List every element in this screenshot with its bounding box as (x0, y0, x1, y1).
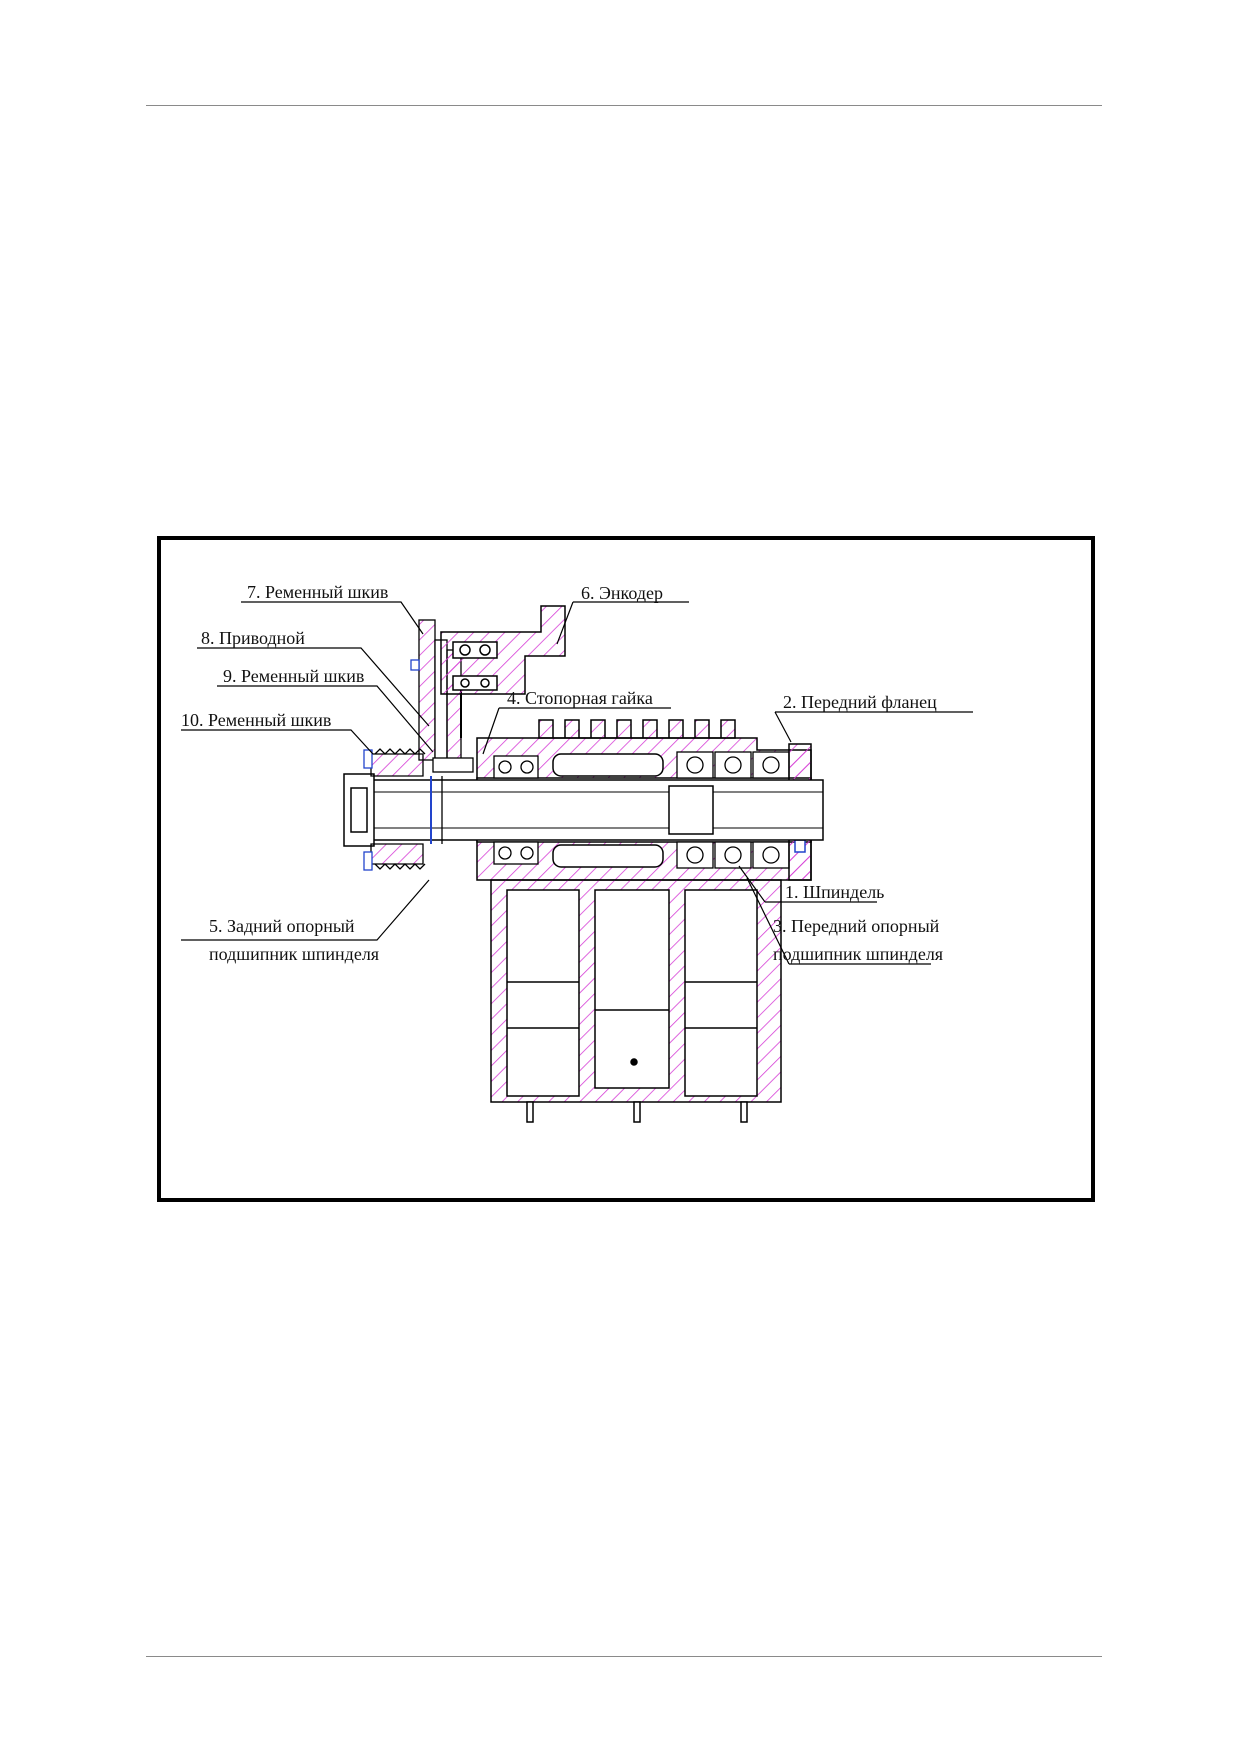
spindle-shaft (343, 773, 824, 847)
spindle-assembly-drawing: 7. Ременный шкив 6. Энкодер 8. Приводной… (181, 582, 973, 1123)
label-encoder-6: 6. Энкодер (581, 583, 663, 603)
label-belt-pulley-10: 10. Ременный шкив (181, 710, 331, 730)
label-belt-pulley-9: 9. Ременный шкив (223, 666, 364, 686)
drive-pulley (410, 619, 474, 773)
encoder (440, 605, 566, 695)
label-spindle-1: 1. Шпиндель (785, 882, 884, 902)
label-front-bearing-3-line2: подшипник шпинделя (773, 944, 943, 964)
front-bearing (676, 751, 790, 869)
label-front-flange-2: 2. Передний фланец (783, 692, 937, 712)
rear-pulley (363, 748, 426, 871)
leader-lines (181, 601, 973, 965)
label-belt-pulley-7: 7. Ременный шкив (247, 582, 388, 602)
label-rear-bearing-5-line1: 5. Задний опорный (209, 916, 355, 936)
base-block (490, 879, 782, 1123)
label-drive-8: 8. Приводной (201, 628, 305, 648)
label-lock-nut-4: 4. Стопорная гайка (507, 688, 653, 708)
label-rear-bearing-5-line2: подшипник шпинделя (209, 944, 379, 964)
rear-bearing (493, 755, 539, 865)
label-front-bearing-3-line1: 3. Передний опорный (773, 916, 940, 936)
footer-rule (146, 1656, 1102, 1657)
header-rule (146, 105, 1102, 106)
figure-frame: 7. Ременный шкив 6. Энкодер 8. Приводной… (157, 536, 1095, 1202)
front-flange (788, 743, 812, 881)
